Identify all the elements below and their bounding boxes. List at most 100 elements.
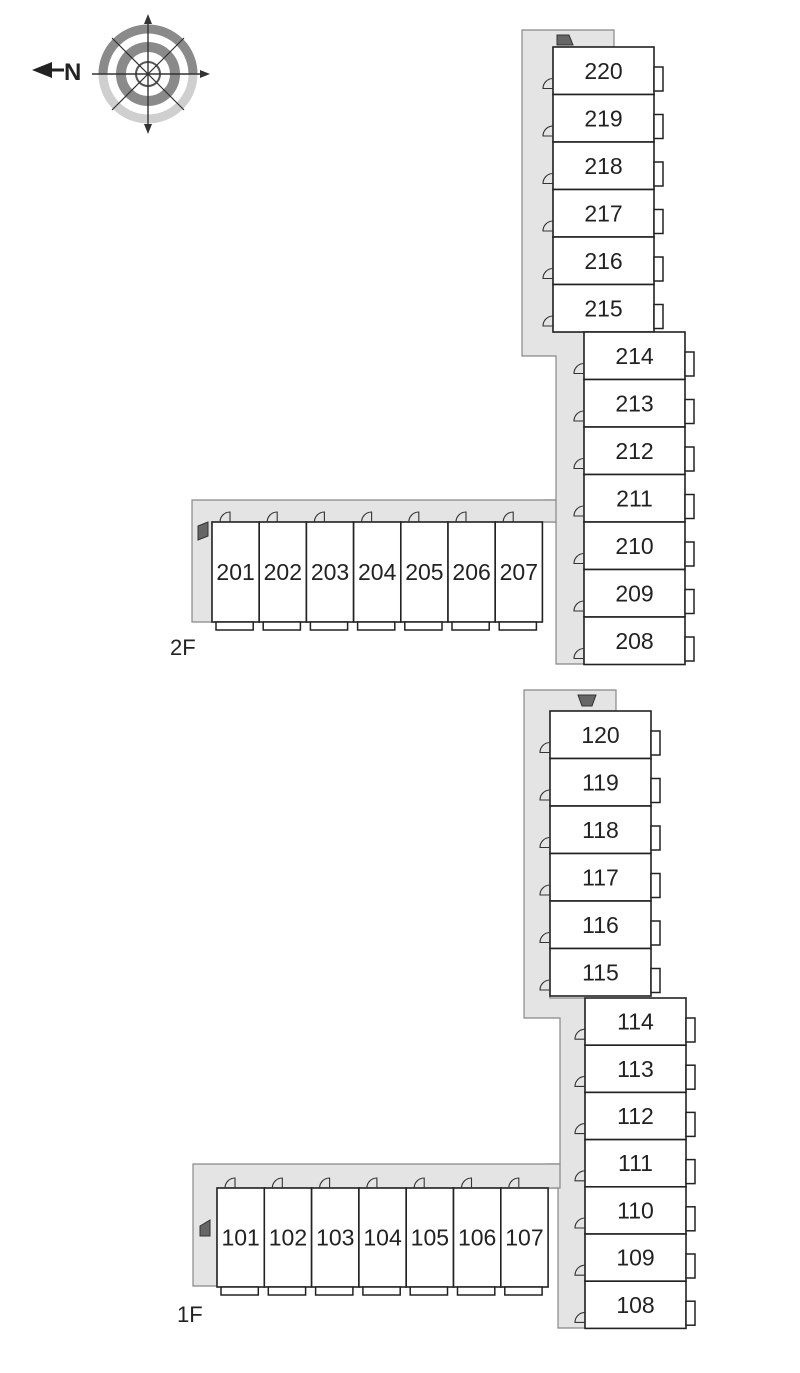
door-icon <box>455 511 467 523</box>
balcony <box>220 1286 260 1296</box>
unit-116[interactable]: 116 <box>539 900 661 950</box>
door-icon <box>319 1177 331 1189</box>
door-icon <box>539 741 551 754</box>
unit-112[interactable]: 112 <box>574 1091 696 1141</box>
unit-label: 216 <box>584 248 622 274</box>
unit-label: 114 <box>617 1009 654 1035</box>
balcony <box>314 1286 354 1296</box>
unit-202[interactable]: 202 <box>258 511 308 631</box>
balcony <box>684 398 695 425</box>
unit-120[interactable]: 120 <box>539 710 661 760</box>
balcony <box>215 621 254 631</box>
door-icon <box>413 1177 425 1189</box>
door-icon <box>502 511 514 523</box>
balcony <box>684 446 695 472</box>
balcony <box>685 1017 696 1043</box>
unit-103[interactable]: 103 <box>310 1177 360 1296</box>
door-icon <box>408 511 420 523</box>
unit-label: 217 <box>584 200 622 226</box>
door-icon <box>508 1177 520 1189</box>
unit-label: 220 <box>584 58 622 84</box>
unit-217[interactable]: 217 <box>542 188 664 238</box>
unit-208[interactable]: 208 <box>573 616 695 666</box>
unit-119[interactable]: 119 <box>539 757 661 807</box>
unit-204[interactable]: 204 <box>352 511 402 631</box>
unit-110[interactable]: 110 <box>574 1186 696 1235</box>
balcony <box>409 1286 449 1296</box>
unit-label: 204 <box>358 559 397 585</box>
balcony <box>356 621 396 631</box>
stairs-icon <box>556 34 574 46</box>
unit-label: 101 <box>221 1225 259 1251</box>
unit-label: 110 <box>617 1197 654 1223</box>
unit-109[interactable]: 109 <box>574 1233 696 1283</box>
door-icon <box>313 511 325 523</box>
unit-216[interactable]: 216 <box>542 236 664 286</box>
door-icon <box>539 979 551 991</box>
balcony <box>262 621 302 631</box>
unit-219[interactable]: 219 <box>542 93 664 143</box>
door-icon <box>539 789 551 801</box>
unit-211[interactable]: 211 <box>573 473 695 523</box>
balcony <box>684 541 695 567</box>
unit-215[interactable]: 215 <box>542 283 664 333</box>
balcony <box>653 66 664 92</box>
unit-label: 117 <box>582 864 619 890</box>
unit-label: 120 <box>581 722 619 748</box>
door-icon <box>573 647 585 660</box>
door-icon <box>271 1177 283 1189</box>
balcony <box>650 825 661 851</box>
door-icon <box>542 125 554 137</box>
unit-label: 202 <box>264 559 302 585</box>
door-icon <box>266 511 278 523</box>
unit-106[interactable]: 106 <box>452 1177 502 1296</box>
north-label: N <box>64 59 81 86</box>
unit-label: 209 <box>615 580 653 606</box>
compass-icon: N <box>32 14 210 134</box>
unit-209[interactable]: 209 <box>573 568 695 618</box>
balcony <box>684 351 695 377</box>
door-icon <box>366 1177 378 1189</box>
unit-118[interactable]: 118 <box>539 805 661 855</box>
stairs-icon <box>199 1219 211 1237</box>
unit-203[interactable]: 203 <box>305 511 355 631</box>
unit-201[interactable]: 201 <box>211 511 261 631</box>
unit-212[interactable]: 212 <box>573 426 695 476</box>
door-icon <box>361 511 373 523</box>
balcony <box>404 621 443 631</box>
unit-label: 218 <box>584 153 622 179</box>
unit-214[interactable]: 214 <box>573 331 695 381</box>
door-icon <box>573 505 585 517</box>
unit-105[interactable]: 105 <box>405 1177 455 1296</box>
balcony <box>684 636 695 662</box>
balcony <box>650 730 661 756</box>
unit-206[interactable]: 206 <box>447 511 497 631</box>
unit-101[interactable]: 101 <box>216 1177 266 1296</box>
unit-102[interactable]: 102 <box>263 1177 313 1296</box>
unit-108[interactable]: 108 <box>574 1280 696 1330</box>
unit-114[interactable]: 114 <box>574 997 696 1047</box>
balcony <box>653 303 664 330</box>
unit-220[interactable]: 220 <box>542 46 664 96</box>
unit-label: 113 <box>617 1056 654 1082</box>
unit-117[interactable]: 117 <box>539 852 661 902</box>
balcony <box>498 621 538 631</box>
unit-111[interactable]: 111 <box>574 1138 696 1188</box>
unit-104[interactable]: 104 <box>358 1177 407 1296</box>
unit-218[interactable]: 218 <box>542 141 664 191</box>
unit-210[interactable]: 210 <box>573 521 695 571</box>
unit-107[interactable]: 107 <box>499 1177 549 1296</box>
unit-label: 210 <box>615 533 653 559</box>
unit-113[interactable]: 113 <box>574 1044 696 1094</box>
unit-205[interactable]: 205 <box>399 511 449 631</box>
door-icon <box>574 1075 586 1087</box>
balcony <box>650 920 661 946</box>
balcony <box>653 161 664 187</box>
unit-207[interactable]: 207 <box>494 511 544 631</box>
door-icon <box>542 77 554 90</box>
unit-label: 206 <box>452 559 490 585</box>
unit-213[interactable]: 213 <box>573 378 695 428</box>
unit-115[interactable]: 115 <box>539 947 661 997</box>
